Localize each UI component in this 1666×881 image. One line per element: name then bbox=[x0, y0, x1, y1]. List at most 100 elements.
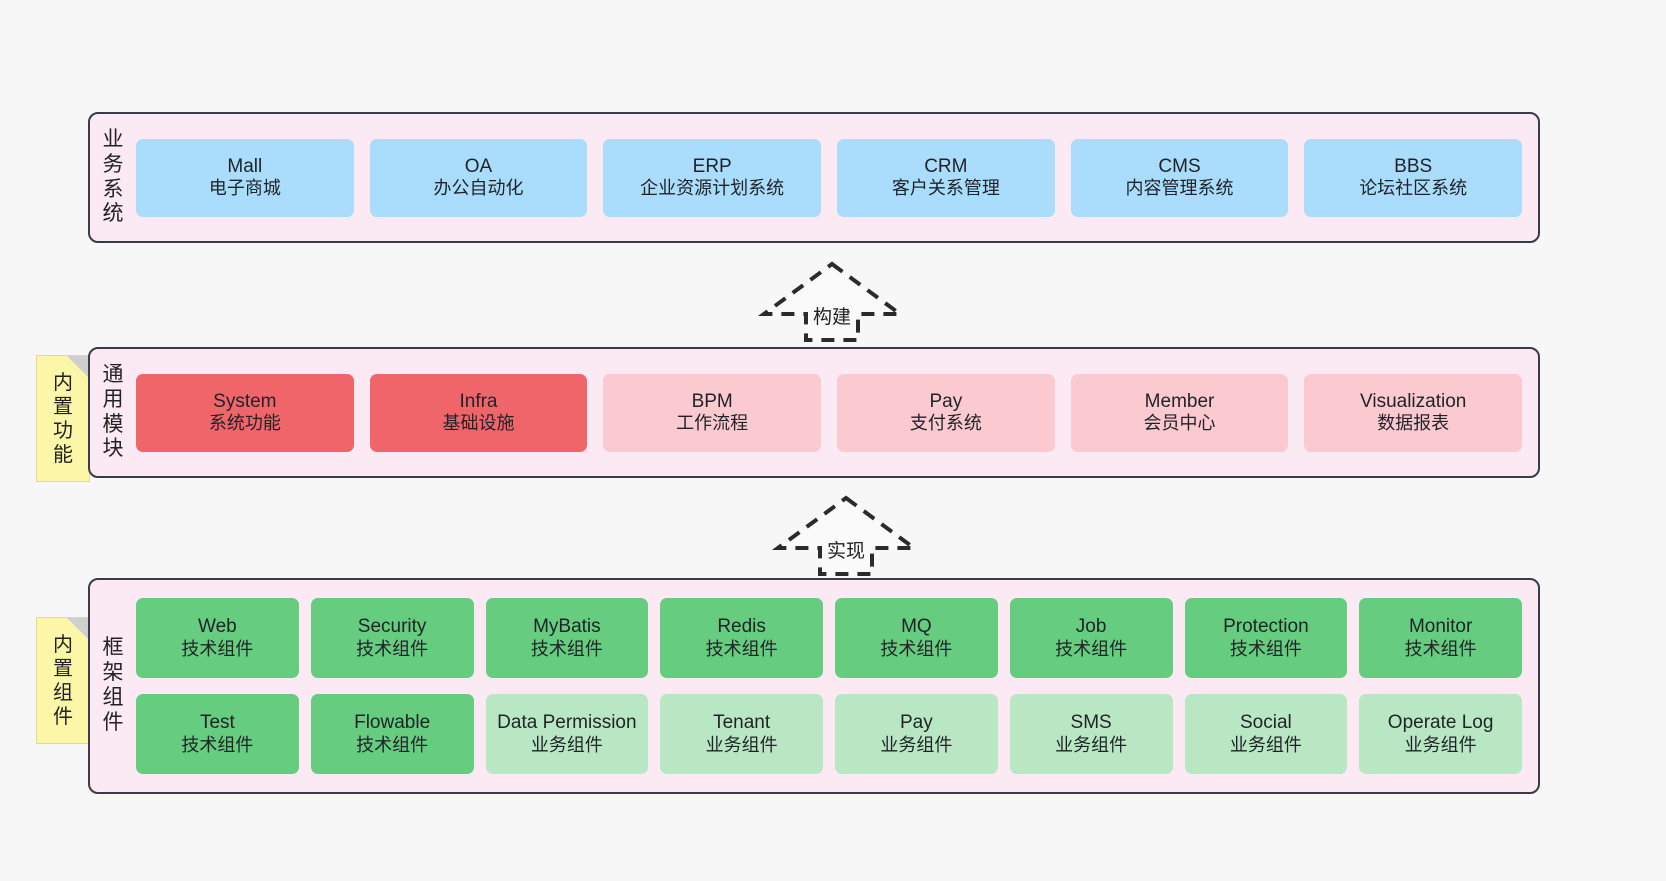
card-title: MQ bbox=[901, 616, 932, 638]
layer-label-char: 框 bbox=[102, 636, 124, 660]
layer-label-business-systems: 业 务 系 统 bbox=[90, 114, 136, 241]
card-title: BBS bbox=[1394, 155, 1433, 177]
card-system[interactable]: System 系统功能 bbox=[136, 373, 354, 452]
card-pay-business[interactable]: Pay 业务组件 bbox=[835, 694, 998, 774]
card-web[interactable]: Web 技术组件 bbox=[136, 598, 299, 678]
card-title: Data Permission bbox=[497, 712, 637, 734]
card-row: Mall 电子商城 OA 办公自动化 ERP 企业资源计划系统 CRM 客户关系… bbox=[136, 138, 1523, 217]
layer-label-char: 系 bbox=[102, 177, 124, 201]
card-subtitle: 技术组件 bbox=[181, 734, 254, 755]
card-job[interactable]: Job 技术组件 bbox=[1009, 598, 1173, 678]
card-redis[interactable]: Redis 技术组件 bbox=[660, 598, 823, 678]
card-title: CMS bbox=[1158, 155, 1201, 177]
arrow-implement-shape bbox=[771, 495, 921, 576]
card-row: System 系统功能 Infra 基础设施 BPM 工作流程 Pay 支付系统… bbox=[136, 373, 1523, 452]
card-title: Job bbox=[1075, 616, 1107, 638]
card-social[interactable]: Social 业务组件 bbox=[1184, 694, 1348, 774]
layer-label-char: 业 bbox=[102, 127, 124, 151]
card-sms[interactable]: SMS 业务组件 bbox=[1009, 694, 1173, 774]
card-title: Pay bbox=[929, 390, 963, 412]
card-cms[interactable]: CMS 内容管理系统 bbox=[1070, 138, 1289, 217]
card-subtitle: 技术组件 bbox=[530, 638, 603, 659]
layer-label-framework-components: 框 架 组 件 bbox=[90, 580, 136, 792]
layer-label-char: 模 bbox=[102, 412, 124, 436]
card-row: Web 技术组件 Security 技术组件 MyBatis 技术组件 Redi… bbox=[136, 598, 1522, 678]
note-char: 置 bbox=[53, 657, 73, 680]
card-title: Redis bbox=[717, 616, 766, 638]
card-monitor[interactable]: Monitor 技术组件 bbox=[1359, 598, 1522, 678]
card-subtitle: 企业资源计划系统 bbox=[640, 178, 785, 199]
card-title: Social bbox=[1240, 712, 1292, 734]
card-member[interactable]: Member 会员中心 bbox=[1070, 373, 1289, 452]
arrow-build-shape bbox=[757, 261, 907, 342]
card-title: Infra bbox=[459, 390, 498, 412]
card-bbs[interactable]: BBS 论坛社区系统 bbox=[1304, 138, 1523, 217]
card-title: CRM bbox=[924, 155, 968, 177]
card-title: Security bbox=[357, 616, 427, 638]
card-pay[interactable]: Pay 支付系统 bbox=[837, 373, 1055, 452]
card-mq[interactable]: MQ 技术组件 bbox=[835, 598, 998, 678]
card-title: Web bbox=[198, 616, 237, 638]
card-bpm[interactable]: BPM 工作流程 bbox=[603, 373, 822, 452]
card-crm[interactable]: CRM 客户关系管理 bbox=[837, 138, 1055, 217]
card-title: Visualization bbox=[1360, 390, 1467, 412]
layer-common-modules: 通 用 模 块 System 系统功能 Infra 基础设施 BPM 工作流程 bbox=[88, 347, 1540, 478]
card-subtitle: 技术组件 bbox=[1404, 638, 1477, 659]
card-oa[interactable]: OA 办公自动化 bbox=[369, 138, 588, 217]
card-subtitle: 客户关系管理 bbox=[891, 178, 1000, 199]
card-subtitle: 业务组件 bbox=[1055, 734, 1128, 755]
card-mall[interactable]: Mall 电子商城 bbox=[136, 138, 354, 217]
card-subtitle: 工作流程 bbox=[676, 413, 749, 434]
arrow-build: 构建 bbox=[752, 258, 912, 344]
card-tenant[interactable]: Tenant 业务组件 bbox=[660, 694, 823, 774]
note-fold-corner bbox=[67, 618, 89, 640]
layer-label-char: 块 bbox=[102, 437, 124, 461]
card-mybatis[interactable]: MyBatis 技术组件 bbox=[485, 598, 649, 678]
card-protection[interactable]: Protection 技术组件 bbox=[1184, 598, 1348, 678]
card-title: Flowable bbox=[354, 712, 431, 734]
card-subtitle: 技术组件 bbox=[880, 638, 953, 659]
card-visualization[interactable]: Visualization 数据报表 bbox=[1304, 373, 1523, 452]
card-title: SMS bbox=[1070, 712, 1112, 734]
card-subtitle: 数据报表 bbox=[1377, 413, 1450, 434]
layer-label-char: 架 bbox=[102, 661, 124, 685]
card-test[interactable]: Test 技术组件 bbox=[136, 694, 299, 774]
card-title: Member bbox=[1144, 390, 1215, 412]
layer-body-framework-components: Web 技术组件 Security 技术组件 MyBatis 技术组件 Redi… bbox=[136, 580, 1538, 792]
card-title: OA bbox=[464, 155, 493, 177]
card-subtitle: 业务组件 bbox=[1404, 734, 1477, 755]
card-title: Monitor bbox=[1408, 616, 1473, 638]
card-subtitle: 业务组件 bbox=[880, 734, 953, 755]
card-subtitle: 会员中心 bbox=[1143, 413, 1216, 434]
card-title: Protection bbox=[1223, 616, 1309, 638]
card-data-permission[interactable]: Data Permission 业务组件 bbox=[485, 694, 649, 774]
card-subtitle: 论坛社区系统 bbox=[1359, 178, 1468, 199]
card-infra[interactable]: Infra 基础设施 bbox=[369, 373, 588, 452]
arrow-build-label: 构建 bbox=[812, 307, 851, 328]
card-title: Operate Log bbox=[1387, 712, 1494, 734]
card-subtitle: 技术组件 bbox=[181, 638, 254, 659]
layer-label-char: 组 bbox=[102, 686, 124, 709]
card-title: Mall bbox=[227, 155, 263, 177]
arrow-implement-label: 实现 bbox=[826, 541, 865, 562]
card-subtitle: 技术组件 bbox=[1229, 638, 1302, 659]
layer-label-char: 用 bbox=[102, 387, 124, 411]
card-subtitle: 支付系统 bbox=[909, 413, 982, 434]
card-row: Test 技术组件 Flowable 技术组件 Data Permission … bbox=[136, 694, 1522, 774]
card-subtitle: 技术组件 bbox=[705, 638, 778, 659]
layer-body-business-systems: Mall 电子商城 OA 办公自动化 ERP 企业资源计划系统 CRM 客户关系… bbox=[136, 114, 1538, 241]
card-security[interactable]: Security 技术组件 bbox=[310, 598, 474, 678]
card-title: MyBatis bbox=[533, 616, 601, 638]
layer-label-char: 件 bbox=[102, 710, 124, 734]
card-operate-log[interactable]: Operate Log 业务组件 bbox=[1359, 694, 1522, 774]
card-erp[interactable]: ERP 企业资源计划系统 bbox=[603, 138, 822, 217]
card-flowable[interactable]: Flowable 技术组件 bbox=[310, 694, 474, 774]
card-subtitle: 技术组件 bbox=[1055, 638, 1128, 659]
card-subtitle: 基础设施 bbox=[442, 413, 515, 434]
card-subtitle: 电子商城 bbox=[208, 178, 281, 199]
note-builtin-features: 内 置 功 能 bbox=[36, 355, 90, 482]
card-title: Tenant bbox=[713, 712, 771, 734]
arrow-implement: 实现 bbox=[766, 492, 926, 578]
note-fold-corner bbox=[67, 356, 89, 378]
